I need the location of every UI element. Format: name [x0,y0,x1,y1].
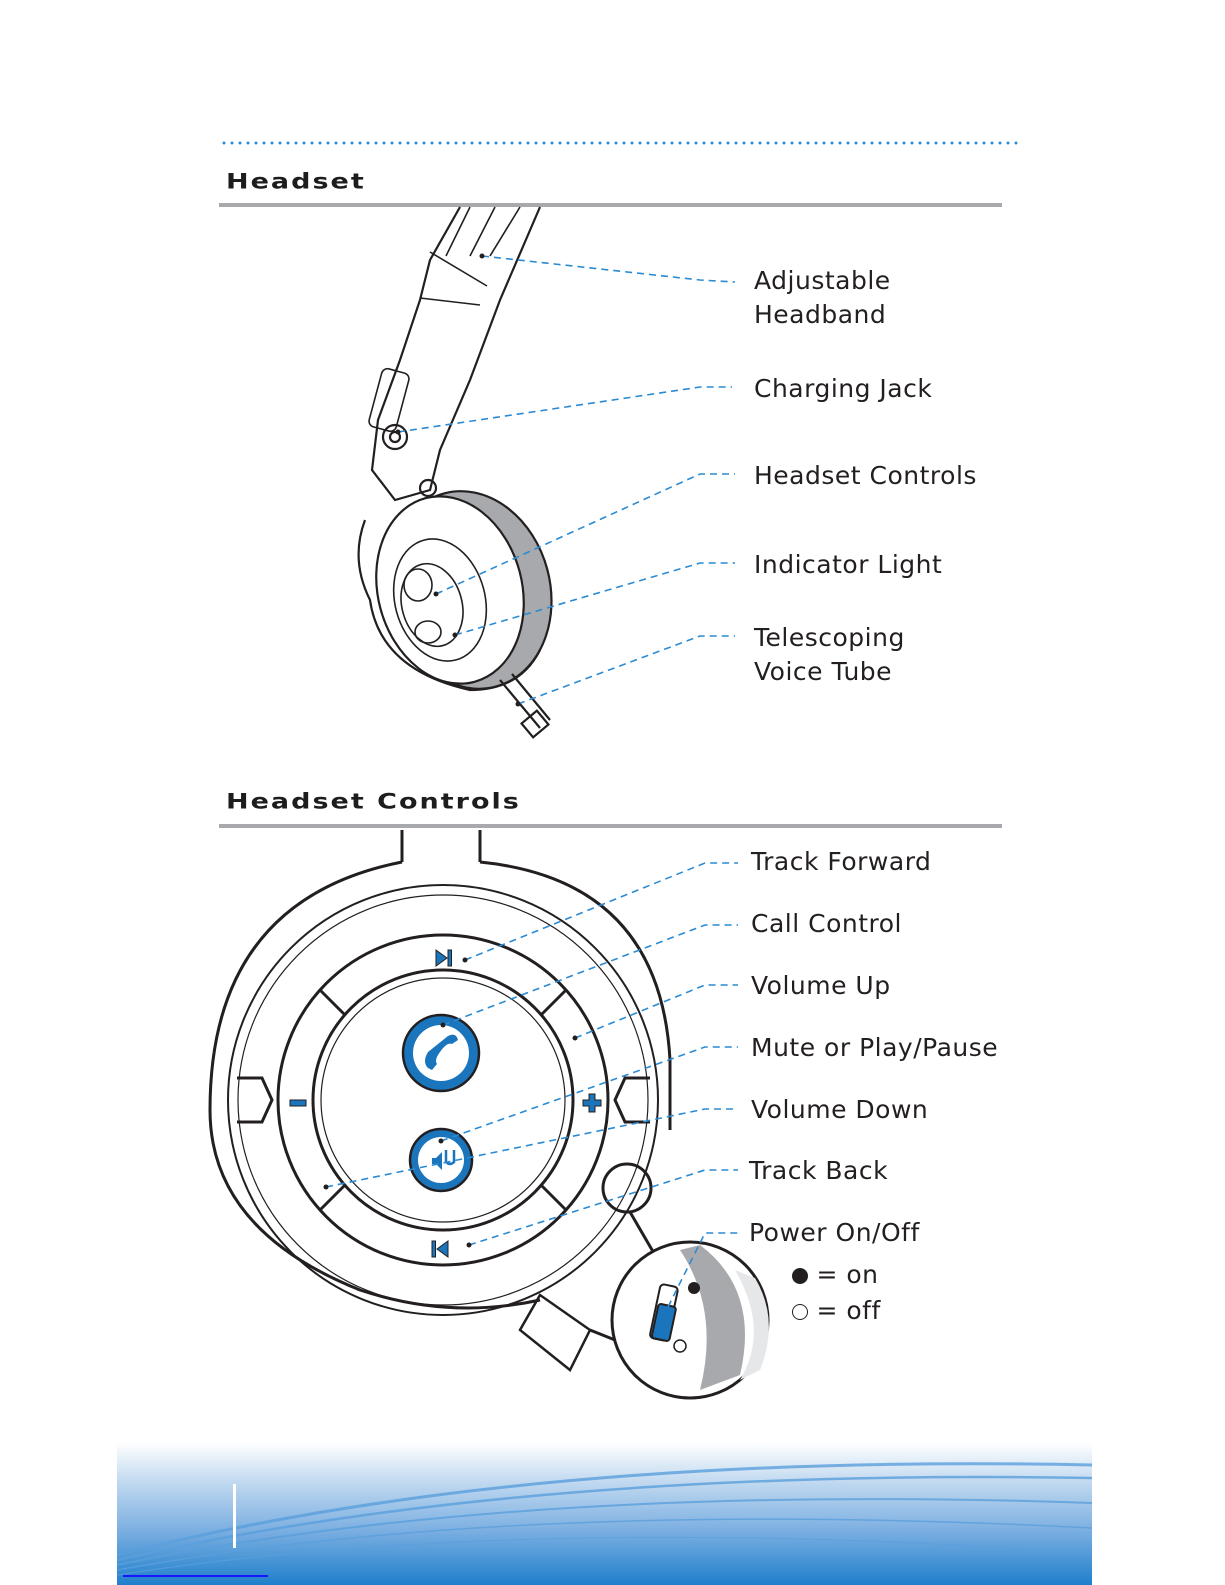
legend-off-text: = off [816,1296,880,1325]
callout-charging-jack: Charging Jack [754,372,932,406]
footer-divider [233,1484,236,1548]
volume-up-plus-icon [583,1094,601,1112]
track-forward-icon [436,950,447,966]
track-back-icon [437,1241,448,1257]
section-rule [219,824,1002,828]
callout-mute-play-pause: Mute or Play/Pause [751,1031,998,1065]
footer-swoosh [117,1443,1092,1585]
filled-circle-icon [792,1268,808,1284]
callout-volume-up: Volume Up [751,969,891,1003]
callout-adjustable-headband: Adjustable Headband [754,264,891,332]
footer-banner [117,1443,1092,1585]
callout-indicator-light: Indicator Light [754,548,942,582]
open-circle-icon [792,1304,808,1320]
callout-volume-down: Volume Down [751,1093,928,1127]
power-legend-off: = off [792,1294,881,1328]
callout-text: Adjustable [754,264,891,298]
section-title-headset-controls: Headset Controls [226,790,521,814]
callout-text: Headband [754,298,891,332]
callout-track-forward: Track Forward [751,845,931,879]
callout-track-back: Track Back [749,1154,888,1188]
callout-call-control: Call Control [751,907,902,941]
callout-telescoping-voice-tube: Telescoping Voice Tube [754,621,905,689]
callout-text: Voice Tube [754,655,905,689]
power-legend-on: = on [792,1258,879,1292]
callout-power-on-off: Power On/Off [749,1216,920,1250]
callout-text: Telescoping [754,621,905,655]
footer-link-underline [123,1575,268,1577]
legend-on-text: = on [816,1260,878,1289]
callout-headset-controls: Headset Controls [754,459,977,493]
volume-down-minus-icon [290,1100,306,1106]
